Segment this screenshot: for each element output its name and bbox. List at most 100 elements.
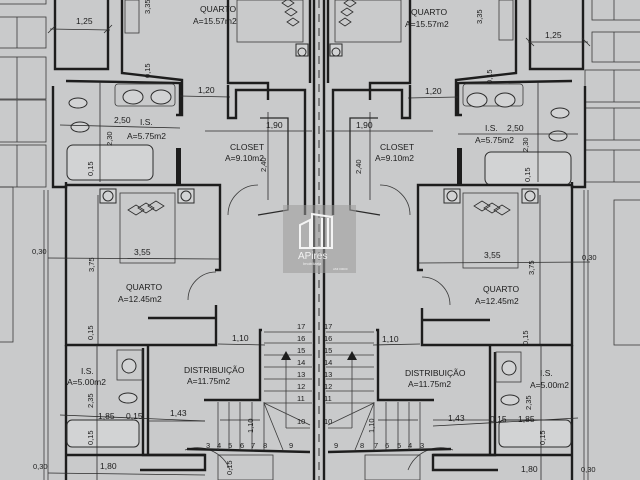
stair-step-number: 16 xyxy=(297,334,305,343)
dimension-label: 0,15 xyxy=(225,460,234,475)
room-name: QUARTO xyxy=(411,7,447,17)
sink-icon xyxy=(122,89,144,105)
dimension-label: 0,30 xyxy=(32,247,47,256)
stair-step-number: 17 xyxy=(297,322,305,331)
room-area: A=12.45m2 xyxy=(475,296,519,306)
dimension-label: 3,35 xyxy=(475,9,484,24)
stair-step-number: 14 xyxy=(324,358,332,367)
stair-step-number: 12 xyxy=(324,382,332,391)
stair-step-number: 12 xyxy=(297,382,305,391)
stair-step-number: 11 xyxy=(297,394,305,403)
dimension-label: 3,75 xyxy=(527,260,536,275)
dimension-label: 1,85 xyxy=(518,414,535,424)
room-area: A=12.45m2 xyxy=(118,294,162,304)
dimension-label: 2,50 xyxy=(114,115,131,125)
room-area: A=11.75m2 xyxy=(187,376,230,386)
lamp-icon xyxy=(180,190,192,202)
room-name: QUARTO xyxy=(200,4,236,14)
dimension-label: 2,40 xyxy=(259,157,268,172)
left-facade-outline xyxy=(0,0,49,480)
room-area: A=9.10m2 xyxy=(225,153,264,163)
dimension-label: 1,25 xyxy=(545,30,562,40)
room-name: QUARTO xyxy=(483,284,519,294)
building-logo-icon xyxy=(299,212,333,249)
stair-step-number: 4 xyxy=(408,441,412,450)
watermark-subtitle: Imobiliária xyxy=(303,261,322,266)
toilet-icon xyxy=(118,392,138,404)
stair-step-number: 6 xyxy=(385,441,389,450)
dimension-label: 1,10 xyxy=(367,418,376,433)
stair-step-number: 5 xyxy=(397,441,401,450)
room-area: A=15.57m2 xyxy=(405,19,449,29)
room-area: A=5.75m2 xyxy=(475,135,514,145)
stair-step-number: 9 xyxy=(334,441,338,450)
right-labels: QUARTO A=15.57m2 1,25 3,35 0,15 1,20 I.S… xyxy=(324,7,597,474)
dimension-label: 3,75 xyxy=(87,257,96,272)
lamp-icon xyxy=(102,190,114,202)
room-name: DISTRIBUIÇÃO xyxy=(184,365,245,375)
pillow-icon xyxy=(281,0,300,27)
room-area: A=5.75m2 xyxy=(127,131,166,141)
stair-step-number: 8 xyxy=(360,441,364,450)
stair-step-number: 11 xyxy=(324,394,332,403)
stair-step-number: 15 xyxy=(324,346,332,355)
dimension-label: 2,35 xyxy=(86,393,95,408)
room-area: A=5.00m2 xyxy=(530,380,569,390)
stair-step-number: 17 xyxy=(324,322,332,331)
dimension-label: 2,40 xyxy=(354,159,363,174)
dimension-label: 0,15 xyxy=(523,167,532,182)
room-name: I.S. xyxy=(485,123,498,133)
lamp-icon xyxy=(297,47,307,57)
dimension-label: 0,15 xyxy=(86,161,95,176)
dimension-label: 2,50 xyxy=(507,123,524,133)
stair-step-number: 5 xyxy=(228,441,232,450)
bathtub-icon xyxy=(66,144,154,181)
dimension-label: 3,55 xyxy=(484,250,501,260)
dimension-label: 1,25 xyxy=(76,16,93,26)
stair-step-number: 4 xyxy=(217,441,221,450)
bathtub-icon xyxy=(66,419,140,448)
dimension-label: 1,43 xyxy=(170,408,187,418)
dimension-label: 1,90 xyxy=(356,120,373,130)
stair-step-number: 10 xyxy=(297,417,305,426)
dimension-label: 3,35 xyxy=(143,0,152,14)
stair-step-number: 7 xyxy=(251,441,255,450)
dimension-label: 0,30 xyxy=(581,465,596,474)
bidet-icon xyxy=(70,121,90,133)
watermark-brand: APires xyxy=(298,251,327,262)
stair-step-number: 13 xyxy=(324,370,332,379)
dimension-label: 1,80 xyxy=(521,464,538,474)
dimension-label: 3,55 xyxy=(134,247,151,257)
stair-step-number: 13 xyxy=(297,370,305,379)
stair-up-arrow-icon xyxy=(281,351,291,360)
dimension-label: 1,10 xyxy=(246,418,255,433)
room-area: A=15.57m2 xyxy=(193,16,237,26)
pillow-icon xyxy=(127,200,165,216)
stair-step-number: 14 xyxy=(297,358,305,367)
dimension-label: 0,15 xyxy=(143,63,152,78)
room-name: DISTRIBUIÇÃO xyxy=(405,368,466,378)
dimension-label: 1,10 xyxy=(232,333,249,343)
sink-icon xyxy=(150,89,172,105)
dimension-label: 0,15 xyxy=(86,430,95,445)
stair-step-number: 3 xyxy=(206,441,210,450)
stair-step-number: 6 xyxy=(240,441,244,450)
dimension-label: 0,30 xyxy=(582,253,597,262)
dimension-label: 1,85 xyxy=(98,411,115,421)
room-area: A=9.10m2 xyxy=(375,153,414,163)
dimension-label: 0,15 xyxy=(538,430,547,445)
room-name: I.S. xyxy=(540,368,553,378)
dimension-label: 1,43 xyxy=(448,413,465,423)
room-area: A=5.00m2 xyxy=(67,377,106,387)
dimension-label: 1,90 xyxy=(266,120,283,130)
stair-step-number: 8 xyxy=(263,441,267,450)
right-unit xyxy=(326,0,591,480)
dimension-label: 0,15 xyxy=(126,411,143,421)
dimension-label: 1,80 xyxy=(100,461,117,471)
sink-icon xyxy=(121,358,137,374)
stair-step-number: 10 xyxy=(324,417,332,426)
toilet-icon xyxy=(68,97,88,109)
stair-step-number: 7 xyxy=(374,441,378,450)
dimension-label: 0,15 xyxy=(521,330,530,345)
